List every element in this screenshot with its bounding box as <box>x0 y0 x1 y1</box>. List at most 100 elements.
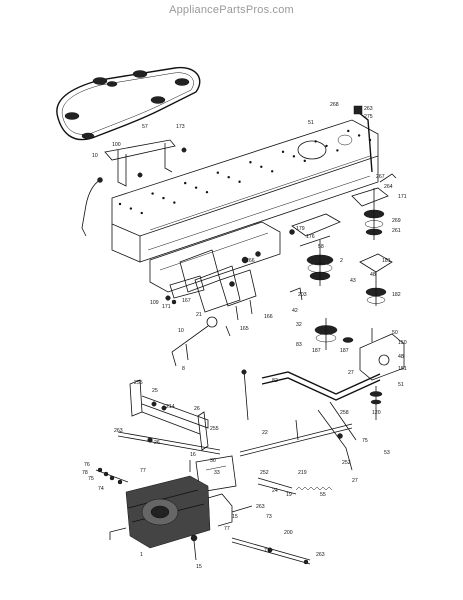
part-number-label: 176 <box>306 234 315 240</box>
part-number-label: 27 <box>348 370 354 376</box>
part-number-label: 48 <box>370 272 376 278</box>
drive-belt <box>56 66 201 141</box>
part-number-label: 219 <box>298 470 307 476</box>
shift-rod <box>81 177 103 237</box>
part-number-label: 15 <box>196 564 202 570</box>
frame-hole <box>129 207 133 210</box>
part-number-label: 167 <box>182 298 191 304</box>
part-number-label: 10 <box>178 328 184 334</box>
part-number-label: 75 <box>362 438 368 444</box>
part-number-label: 71 <box>264 548 270 554</box>
part-number-label: 2 <box>340 258 343 264</box>
frame-hole <box>281 150 285 154</box>
idler-bracket-right <box>359 253 393 306</box>
frame-hole <box>118 202 122 206</box>
part-number-label: 263 <box>316 552 325 558</box>
clutch-lever <box>353 105 373 173</box>
frame-hole <box>205 190 209 194</box>
part-number-label: 50 <box>392 330 398 336</box>
frame-hole <box>314 140 317 143</box>
pedal-shaft <box>241 369 381 421</box>
part-number-label: 171 <box>398 194 407 200</box>
part-number-label: 264 <box>384 184 393 190</box>
part-number-label: 8 <box>182 366 185 372</box>
part-number-label: 76 <box>84 462 90 468</box>
part-number-label: 100 <box>112 142 121 148</box>
part-number-label: 42 <box>292 308 298 314</box>
part-number-label: 255 <box>134 380 143 386</box>
part-number-label: 120 <box>372 410 381 416</box>
part-number-label: 151 <box>398 366 407 372</box>
part-number-label: 187 <box>312 348 321 354</box>
part-number-label: 16 <box>190 452 196 458</box>
frame-hole <box>184 181 187 185</box>
control-brackets <box>129 379 209 451</box>
frame-hole <box>162 196 165 200</box>
part-number-label: 77 <box>224 526 230 532</box>
parking-lever <box>171 316 218 367</box>
part-number-label: 171 <box>162 304 171 310</box>
part-number-label: 57 <box>142 124 148 130</box>
upper-bracket <box>104 139 187 187</box>
center-hardware <box>165 249 261 307</box>
part-number-label: 55 <box>320 492 326 498</box>
part-number-label: 200 <box>284 530 293 536</box>
part-labels: 2682632755157101001732672641712692611791… <box>82 102 407 570</box>
part-number-label: 43 <box>350 278 356 284</box>
part-number-label: 179 <box>296 226 305 232</box>
frame-hole <box>303 159 306 163</box>
part-number-label: 75 <box>88 476 94 482</box>
misc-bolts <box>189 299 373 472</box>
frame-hole <box>357 134 361 137</box>
brake-bracket <box>359 333 405 420</box>
part-number-label: 33 <box>214 470 220 476</box>
frame-hole <box>270 170 274 173</box>
part-number-label: 252 <box>342 460 351 466</box>
part-number-label: 263 <box>114 428 123 434</box>
center-pulley <box>289 213 341 286</box>
part-number-label: 30 <box>210 458 216 464</box>
sub-frame <box>149 221 281 313</box>
lower-center-pulley <box>289 287 354 350</box>
part-number-label: 165 <box>240 326 249 332</box>
axle-hardware <box>95 467 129 485</box>
part-number-label: 21 <box>196 312 202 318</box>
part-number-label: 214 <box>166 404 175 410</box>
part-number-label: 15 <box>232 514 238 520</box>
frame-hole <box>173 201 176 204</box>
part-number-label: 266 <box>246 258 255 264</box>
watermark: AppliancePartsPros.com <box>169 4 294 16</box>
part-number-label: 19 <box>286 492 292 498</box>
frame-hole <box>227 176 230 179</box>
frame-hole <box>260 165 263 168</box>
spring <box>257 477 333 495</box>
part-number-label: 74 <box>98 486 104 492</box>
part-number-label: 275 <box>364 114 373 120</box>
part-number-label: 255 <box>210 426 219 432</box>
part-number-label: 77 <box>140 468 146 474</box>
part-number-label: 173 <box>176 124 185 130</box>
part-number-label: 48 <box>398 354 404 360</box>
part-number-label: 51 <box>308 120 314 126</box>
part-number-label: 181 <box>382 258 391 264</box>
frame-hole <box>238 180 241 183</box>
part-number-label: 263 <box>364 106 373 112</box>
part-number-label: 269 <box>392 218 401 224</box>
part-number-label: 78 <box>82 470 88 476</box>
part-number-label: 32 <box>296 322 302 328</box>
part-number-label: 58 <box>318 244 324 250</box>
part-number-label: 267 <box>376 174 385 180</box>
part-number-label: 182 <box>392 292 401 298</box>
part-number-label: 263 <box>256 504 265 510</box>
part-number-label: 166 <box>264 314 273 320</box>
transaxle <box>109 475 253 561</box>
main-frame <box>111 119 379 263</box>
frame-hole <box>336 149 339 152</box>
frame-hole <box>140 211 143 215</box>
part-number-label: 24 <box>272 488 278 494</box>
part-number-label: 1 <box>140 552 143 558</box>
shift-linkage <box>117 431 221 455</box>
frame-hole <box>325 144 328 148</box>
part-number-label: 109 <box>150 300 159 306</box>
frame-hole <box>151 192 154 195</box>
